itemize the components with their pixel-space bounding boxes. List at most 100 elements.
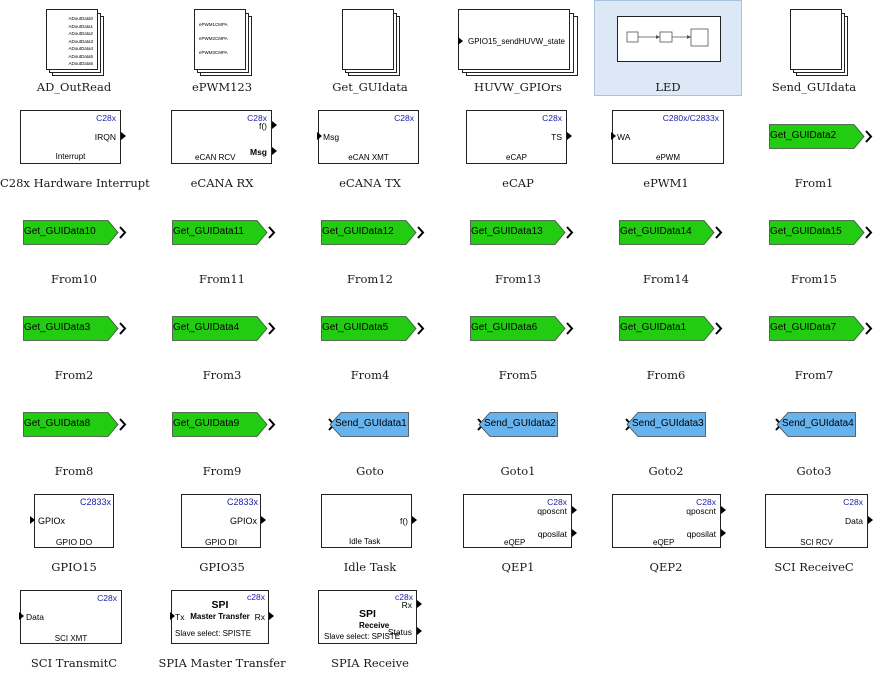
block-from12[interactable]: Get_GUIData12 From12 — [296, 192, 444, 288]
block-get-guidata[interactable]: Get_GUIdata — [296, 0, 444, 96]
block-caption: From14 — [643, 272, 689, 286]
block-idle-task[interactable]: f() Idle Task Idle Task — [296, 480, 444, 576]
block-caption: SPIA Master Transfer — [158, 656, 286, 670]
block-send-guidata[interactable]: Send_GUIdata — [740, 0, 888, 96]
block-body: C2833x GPIOx GPIO DO — [34, 494, 114, 548]
block-body: C28x Data SCI RCV — [765, 494, 868, 548]
target-tag: C2833x — [226, 497, 258, 507]
block-title: ePWM — [656, 153, 680, 162]
target-tag: C28x — [696, 497, 716, 507]
subsystem-icon — [617, 16, 721, 62]
tag-label: Get_GUIData4 — [173, 322, 240, 333]
output-port-label: Rx — [254, 612, 265, 622]
block-caption: Idle Task — [343, 560, 397, 574]
output-port-icon — [121, 132, 126, 140]
block-caption: eCAP — [502, 176, 534, 190]
block-gpio35[interactable]: C2833x GPIOx GPIO DI GPIO35 — [148, 480, 296, 576]
block-led[interactable]: LED — [592, 0, 742, 96]
block-body: C28x qposcnt qposilat eQEP — [612, 494, 721, 548]
block-caption: Get_GUIdata — [332, 80, 408, 94]
output-port-icon — [417, 600, 422, 608]
block-epwm123[interactable]: ePWM1CMPA ePWM2CMPA ePWM3CMPA ePWM123 — [148, 0, 296, 96]
output-port-icon — [412, 516, 417, 524]
block-body: C28x qposcnt qposilat eQEP — [463, 494, 572, 548]
block-body: C28x f() Msg eCAN RCV — [171, 110, 272, 164]
block-caption: QEP1 — [501, 560, 535, 574]
block-ecana-rx[interactable]: C28x f() Msg eCAN RCV eCANA RX — [148, 96, 296, 192]
block-qep2[interactable]: C28x qposcnt qposilat eQEP QEP2 — [592, 480, 740, 576]
block-ecap[interactable]: C28x TS eCAP eCAP — [444, 96, 592, 192]
block-caption: From6 — [646, 368, 686, 382]
block-sci-transmitc[interactable]: C28x Data SCI XMT SCI TransmitC — [0, 576, 148, 674]
output-port-icon — [417, 627, 422, 635]
block-caption: From13 — [495, 272, 541, 286]
subsystem-icon: GPIO15_send HUVW_state — [458, 9, 570, 70]
block-body: c28x Rx SPI Receive Status Slave select:… — [318, 590, 417, 644]
block-from4[interactable]: Get_GUIData5 From4 — [296, 288, 444, 384]
output-port-label: qposcnt — [686, 506, 716, 516]
block-from3[interactable]: Get_GUIData4 From3 — [148, 288, 296, 384]
block-body: C280x/C2833x WA ePWM — [612, 110, 724, 164]
block-footer: Slave select: SPISTE — [175, 629, 252, 638]
block-spia-master-transfer[interactable]: c28x SPI Master Transfer Tx Rx Slave sel… — [148, 576, 296, 674]
output-port-label: f() — [399, 516, 408, 526]
block-goto2[interactable]: Send_GUIdata3 Goto2 — [592, 384, 740, 480]
block-caption: From7 — [794, 368, 834, 382]
output-port-label: HUVW_state — [518, 37, 565, 46]
block-ecana-tx[interactable]: C28x Msg eCAN XMT eCANA TX — [296, 96, 444, 192]
block-from15[interactable]: Get_GUIData15 From15 — [740, 192, 888, 288]
input-port-icon — [458, 37, 463, 45]
port-label: ePWM1CMPA — [199, 22, 228, 27]
block-from8[interactable]: Get_GUIData8 From8 — [0, 384, 148, 480]
block-spia-receive[interactable]: c28x Rx SPI Receive Status Slave select:… — [296, 576, 444, 674]
block-from11[interactable]: Get_GUIData11 From11 — [148, 192, 296, 288]
block-from1[interactable]: Get_GUIData2 From1 — [740, 96, 888, 192]
block-goto3[interactable]: Send_GUIdata4 Goto3 — [740, 384, 888, 480]
block-subtitle: Master Transfer — [190, 612, 250, 621]
block-from10[interactable]: Get_GUIData10 From10 — [0, 192, 148, 288]
tag-label: Send_GUIdata1 — [335, 418, 407, 429]
block-from13[interactable]: Get_GUIData13 From13 — [444, 192, 592, 288]
block-title: Idle Task — [349, 537, 381, 546]
block-title: SPI — [211, 599, 229, 611]
tag-label: Send_GUIdata4 — [782, 418, 854, 429]
block-c28x-hardware-interrupt[interactable]: C28x IRQN Interrupt C28x Hardware Interr… — [0, 96, 150, 192]
block-caption: From10 — [51, 272, 97, 286]
block-from9[interactable]: Get_GUIData9 From9 — [148, 384, 296, 480]
output-port-label: qposilat — [686, 529, 716, 539]
block-title: eCAP — [506, 153, 527, 162]
block-gpio15[interactable]: C2833x GPIOx GPIO DO GPIO15 — [0, 480, 148, 576]
subsystem-icon: ePWM1CMPA ePWM2CMPA ePWM3CMPA — [194, 9, 246, 70]
block-from14[interactable]: Get_GUIData14 From14 — [592, 192, 740, 288]
block-goto1[interactable]: Send_GUIdata2 Goto1 — [444, 384, 592, 480]
block-from7[interactable]: Get_GUIData7 From7 — [740, 288, 888, 384]
tag-label: Get_GUIData7 — [770, 322, 837, 333]
input-port-label: Data — [26, 612, 44, 622]
block-title: SPI — [359, 608, 376, 620]
block-caption: From11 — [199, 272, 245, 286]
block-from6[interactable]: Get_GUIData1 From6 — [592, 288, 740, 384]
block-caption: SCI ReceiveC — [774, 560, 854, 574]
tag-label: Get_GUIData10 — [24, 226, 96, 237]
output-port-label: Data — [845, 516, 863, 526]
block-caption: ePWM1 — [643, 176, 689, 190]
block-epwm1[interactable]: C280x/C2833x WA ePWM ePWM1 — [592, 96, 740, 192]
block-goto[interactable]: Send_GUIdata1 Goto — [296, 384, 444, 480]
input-port-label: WA — [617, 132, 631, 142]
output-port-label: GPIOx — [229, 516, 257, 526]
block-from2[interactable]: Get_GUIData3 From2 — [0, 288, 148, 384]
block-ad-outread[interactable]: ADoutData0 ADoutData1 ADoutData2 ADoutDa… — [0, 0, 148, 96]
block-sci-receivec[interactable]: C28x Data SCI RCV SCI ReceiveC — [740, 480, 888, 576]
block-caption: From15 — [791, 272, 837, 286]
block-from5[interactable]: Get_GUIData6 From5 — [444, 288, 592, 384]
block-huvw-gpiors[interactable]: GPIO15_send HUVW_state HUVW_GPIOrs — [444, 0, 592, 96]
block-caption: From3 — [202, 368, 242, 382]
input-port-label: GPIO15_send — [468, 37, 519, 46]
target-tag: C28x — [247, 113, 267, 123]
block-qep1[interactable]: C28x qposcnt qposilat eQEP QEP1 — [444, 480, 592, 576]
block-caption: SPIA Receive — [331, 656, 409, 670]
target-tag: C28x — [542, 113, 562, 123]
block-caption: From4 — [350, 368, 390, 382]
tag-label: Get_GUIData1 — [620, 322, 687, 333]
tag-label: Get_GUIData9 — [173, 418, 240, 429]
